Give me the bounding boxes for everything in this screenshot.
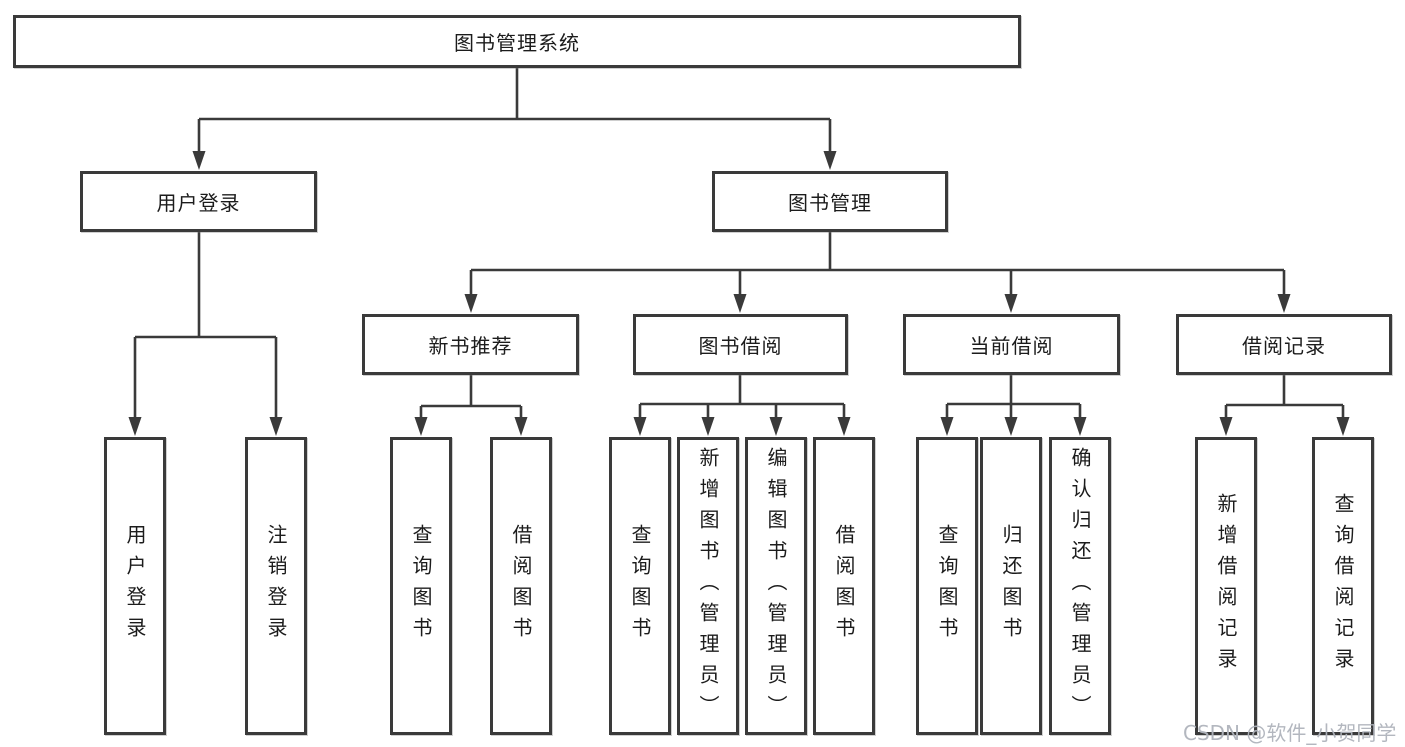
arrow-down-icon (128, 417, 142, 436)
leaf-search-books-borrowing: 查询图书 (609, 437, 671, 735)
arrowhead-icons (128, 151, 1350, 436)
arrow-down-icon (769, 417, 783, 436)
arrow-down-icon (1073, 417, 1087, 436)
arrow-down-icon (1336, 417, 1350, 436)
leaf-confirm-return-admin: 确认归还（管理员） (1049, 437, 1111, 735)
arrow-down-icon (1219, 417, 1233, 436)
arrow-down-icon (1004, 294, 1018, 313)
arrow-down-icon (837, 417, 851, 436)
leaf-borrow-books: 借阅图书 (813, 437, 875, 735)
leaf-add-book-admin: 新增图书（管理员） (677, 437, 739, 735)
arrow-down-icon (633, 417, 647, 436)
arrow-down-icon (701, 417, 715, 436)
arrow-down-icon (733, 294, 747, 313)
connector-edges (133, 68, 1345, 421)
arrow-down-icon (464, 294, 478, 313)
arrow-down-icon (1004, 417, 1018, 436)
csdn-watermark: CSDN @软件_小贺同学 (1183, 721, 1397, 745)
arrow-down-icon (514, 417, 528, 436)
arrow-down-icon (940, 417, 954, 436)
leaf-search-books-recommend: 查询图书 (390, 437, 452, 735)
node-book-management-branch: 图书管理 (712, 171, 948, 232)
node-root-system: 图书管理系统 (13, 15, 1021, 68)
arrow-down-icon (192, 151, 206, 170)
arrow-down-icon (1277, 294, 1291, 313)
node-user-login-branch: 用户登录 (80, 171, 317, 232)
arrow-down-icon (269, 417, 283, 436)
leaf-search-borrow-record: 查询借阅记录 (1312, 437, 1374, 735)
leaf-add-borrow-record: 新增借阅记录 (1195, 437, 1257, 735)
node-current-borrowing: 当前借阅 (903, 314, 1120, 375)
node-borrow-records: 借阅记录 (1176, 314, 1392, 375)
leaf-edit-book-admin: 编辑图书（管理员） (745, 437, 807, 735)
node-book-borrowing: 图书借阅 (633, 314, 848, 375)
arrow-down-icon (823, 151, 837, 170)
node-new-book-recommend: 新书推荐 (362, 314, 579, 375)
leaf-logout: 注销登录 (245, 437, 307, 735)
leaf-return-book: 归还图书 (980, 437, 1042, 735)
arrow-down-icon (414, 417, 428, 436)
leaf-borrow-books-recommend: 借阅图书 (490, 437, 552, 735)
leaf-search-books-current: 查询图书 (916, 437, 978, 735)
leaf-user-login: 用户登录 (104, 437, 166, 735)
